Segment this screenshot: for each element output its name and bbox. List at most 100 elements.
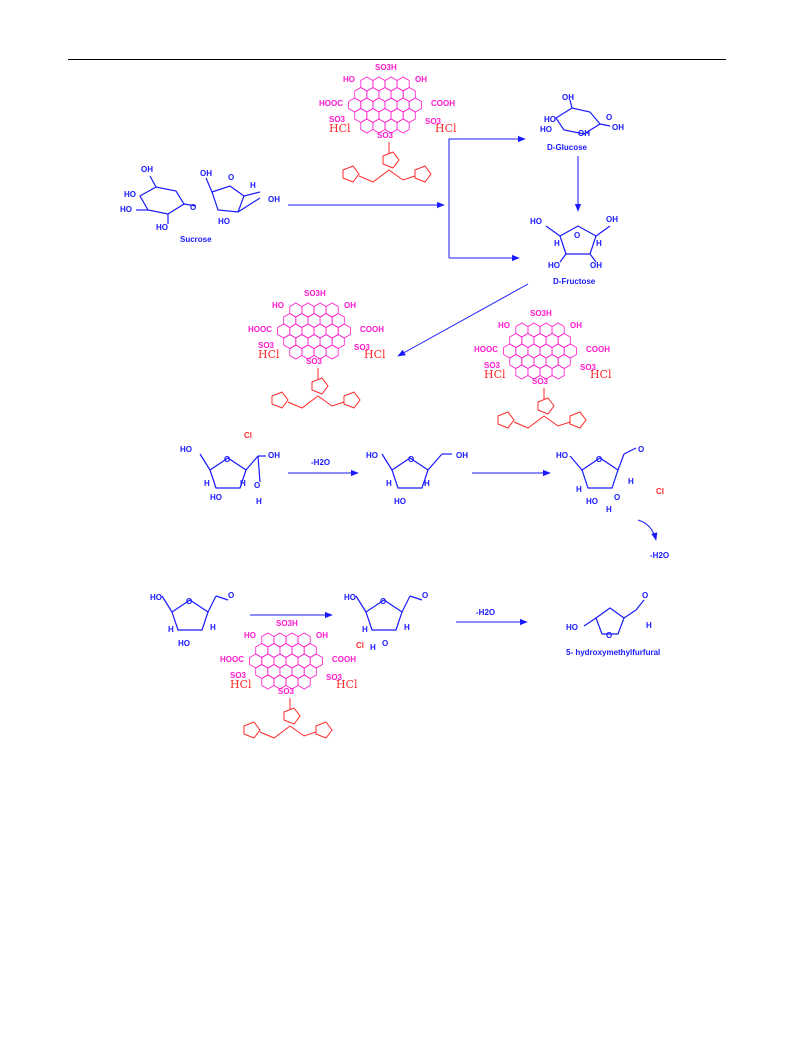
glucose-structure	[555, 99, 611, 135]
hcl-left-label: HCl	[329, 122, 351, 135]
so3h-label: SO3H	[530, 309, 552, 318]
arrow-fructose-to-catalyst	[397, 283, 529, 357]
svg-text:H: H	[628, 477, 634, 486]
fructose-structure	[545, 225, 611, 263]
svg-text:H: H	[404, 623, 410, 632]
svg-text:H: H	[256, 497, 262, 506]
svg-text:HO: HO	[548, 261, 560, 270]
hcl-left-label: HCl	[484, 368, 506, 381]
so3-right-label: SO3	[425, 117, 442, 126]
hcl-left-label: HCl	[230, 678, 252, 691]
label-h2o-1: -H2O	[311, 458, 330, 467]
svg-text:O: O	[642, 591, 648, 600]
sucrose-text: OH HO HO HO O OH O H HO OH	[120, 165, 280, 232]
svg-text:HO: HO	[120, 205, 132, 214]
protonated-intermediate-text: HO O O H H H O Cl	[344, 591, 428, 652]
svg-text:Cl: Cl	[244, 431, 252, 440]
hooc-label: HOOC	[248, 325, 272, 334]
svg-text:H: H	[554, 239, 560, 248]
svg-text:HO: HO	[566, 623, 578, 632]
svg-text:H: H	[386, 479, 392, 488]
svg-text:O: O	[190, 203, 196, 212]
dihydrofuran-text: HO O O H H HO	[150, 591, 234, 648]
svg-text:H: H	[250, 181, 256, 190]
so3-right-label: SO3	[326, 673, 343, 682]
svg-text:H: H	[168, 625, 174, 634]
so3-right-label: SO3	[580, 363, 597, 372]
ho-label: HO	[498, 321, 510, 330]
enol-text: HO O OH H H HO	[366, 451, 468, 506]
svg-text:H: H	[596, 239, 602, 248]
label-hmf: 5- hydroxymethylfurfural	[566, 648, 660, 657]
svg-text:H: H	[240, 479, 246, 488]
svg-text:OH: OH	[606, 215, 618, 224]
svg-text:O: O	[254, 481, 260, 490]
svg-text:HO: HO	[394, 497, 406, 506]
dihydrofuran-structure	[161, 595, 229, 631]
svg-text:HO: HO	[556, 451, 568, 460]
svg-text:O: O	[606, 113, 612, 122]
ho-label: HO	[244, 631, 256, 640]
svg-text:HO: HO	[218, 217, 230, 226]
ho-label: HO	[343, 75, 355, 84]
svg-text:O: O	[638, 445, 644, 454]
hooc-label: HOOC	[319, 99, 343, 108]
svg-text:HO: HO	[586, 497, 598, 506]
svg-text:HO: HO	[210, 493, 222, 502]
svg-text:H: H	[204, 479, 210, 488]
svg-text:OH: OH	[456, 451, 468, 460]
so3-left-label: SO3	[329, 115, 346, 124]
hmf-structure	[583, 599, 645, 635]
open-fructose-text: HO O OH H H HO H O Cl	[180, 431, 280, 506]
svg-text:H: H	[646, 621, 652, 630]
hcl-right-label: HCl	[590, 368, 612, 381]
hooc-label: HOOC	[220, 655, 244, 664]
aldehyde-intermediate-text: HO O O H H HO O H Cl	[556, 445, 664, 514]
label-h2o-3: -H2O	[476, 608, 495, 617]
hooc-label: HOOC	[474, 345, 498, 354]
svg-text:O: O	[408, 455, 414, 464]
svg-text:O: O	[382, 639, 388, 648]
svg-text:O: O	[614, 493, 620, 502]
so3-right-label: SO3	[354, 343, 371, 352]
svg-text:O: O	[186, 597, 192, 606]
glucose-text: OH HO HO OH O OH	[540, 93, 624, 138]
svg-text:HO: HO	[530, 217, 542, 226]
svg-text:H: H	[576, 485, 582, 494]
fructose-text: HO O OH H H HO OH	[530, 215, 618, 270]
oh-label: OH	[415, 75, 427, 84]
svg-text:Cl: Cl	[356, 641, 364, 650]
label-sucrose: Sucrose	[180, 235, 212, 244]
svg-text:HO: HO	[344, 593, 356, 602]
svg-text:O: O	[606, 631, 612, 640]
label-glucose: D-Glucose	[547, 143, 588, 152]
enol-structure	[381, 453, 452, 489]
oh-label: OH	[316, 631, 328, 640]
so3-bottom-label: SO3	[278, 687, 295, 696]
svg-text:O: O	[228, 173, 234, 182]
svg-text:OH: OH	[590, 261, 602, 270]
so3-bottom-label: SO3	[532, 377, 549, 386]
imidazolium-linker	[342, 142, 432, 183]
hmf-text: HO O O H	[566, 591, 652, 640]
svg-text:Cl: Cl	[656, 487, 664, 496]
svg-text:O: O	[228, 591, 234, 600]
hcl-right-label: HCl	[435, 122, 457, 135]
svg-text:OH: OH	[612, 123, 624, 132]
cooh-label: COOH	[431, 99, 455, 108]
arrow-curved-dehydration	[637, 519, 658, 541]
arrow-branch-glucose	[448, 135, 526, 258]
svg-text:HO: HO	[178, 639, 190, 648]
so3-bottom-label: SO3	[377, 131, 394, 140]
svg-text:H: H	[362, 625, 368, 634]
svg-text:H: H	[424, 479, 430, 488]
so3-left-label: SO3	[258, 341, 275, 350]
svg-text:OH: OH	[200, 169, 212, 178]
svg-text:HO: HO	[156, 223, 168, 232]
svg-text:O: O	[596, 455, 602, 464]
svg-text:OH: OH	[268, 451, 280, 460]
